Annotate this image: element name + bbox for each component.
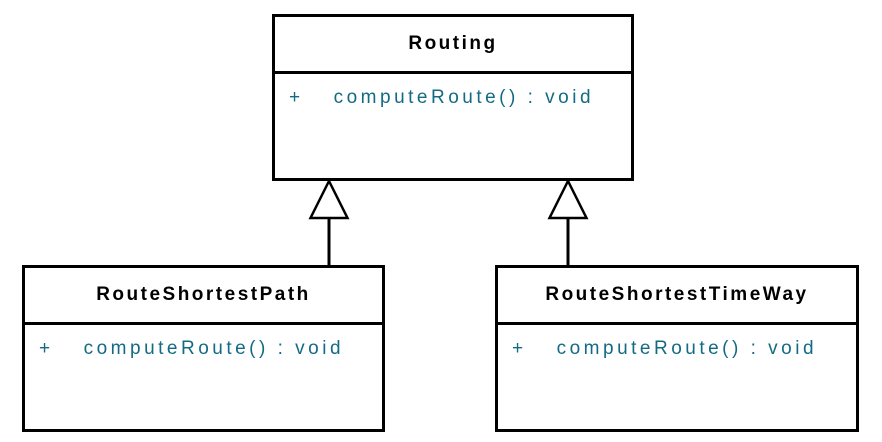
class-box-routeshortestpath: RouteShortestPath + computeRoute() : voi…	[22, 265, 385, 432]
method-entry: + computeRoute() : void	[39, 338, 378, 360]
method-entry: + computeRoute() : void	[512, 338, 852, 360]
method-signature: computeRoute() : void	[556, 338, 818, 359]
method-entry: + computeRoute() : void	[289, 87, 627, 109]
method-visibility: +	[289, 87, 304, 108]
class-box-routeshortesttimeway: RouteShortestTimeWay + computeRoute() : …	[495, 265, 859, 432]
generalization-arrow-routeshortesttimeway	[547, 178, 589, 266]
method-visibility: +	[39, 338, 54, 359]
generalization-arrow-routeshortestpath	[308, 178, 350, 266]
class-name: RouteShortestPath	[25, 268, 382, 325]
hollow-triangle-icon	[308, 178, 350, 220]
hollow-triangle-icon	[547, 178, 589, 220]
class-name: Routing	[275, 17, 631, 74]
methods-compartment: + computeRoute() : void	[275, 74, 631, 109]
class-name: RouteShortestTimeWay	[498, 268, 856, 325]
methods-compartment: + computeRoute() : void	[498, 325, 856, 360]
method-signature: computeRoute() : void	[83, 338, 345, 359]
class-box-routing: Routing + computeRoute() : void	[272, 14, 634, 181]
method-visibility: +	[512, 338, 527, 359]
methods-compartment: + computeRoute() : void	[25, 325, 382, 360]
method-signature: computeRoute() : void	[333, 87, 595, 108]
